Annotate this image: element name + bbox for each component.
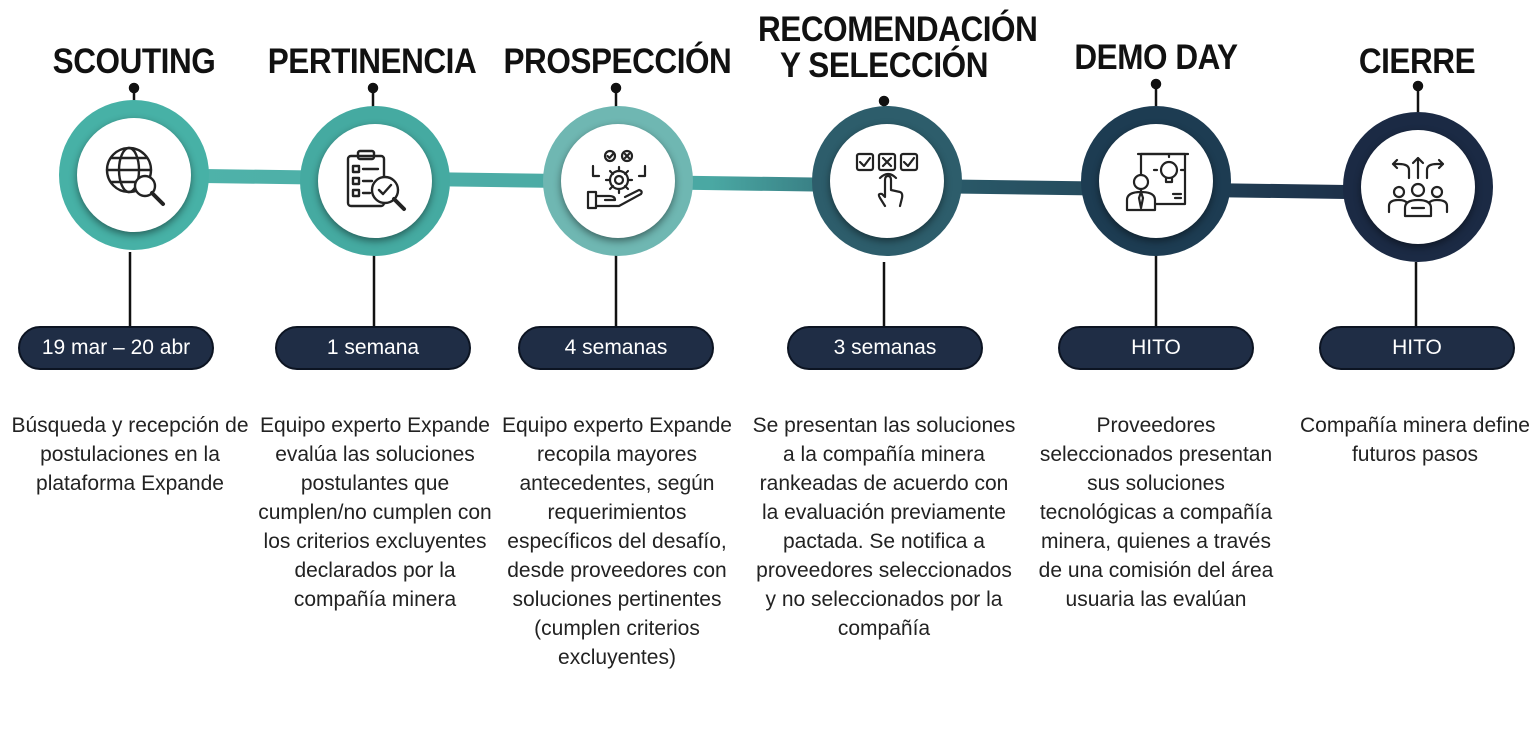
step-description: Compañía minera define futuros pasos [1300, 414, 1530, 466]
step-title: CIERRE [1358, 42, 1476, 81]
step-title: DEMO DAY [1074, 38, 1238, 77]
step-description: Proveedores seleccionados presentan sus … [1038, 414, 1274, 611]
step-description: Se presentan las soluciones a la compañí… [752, 414, 1016, 640]
step-circle [59, 100, 209, 250]
duration-pill: 3 semanas [787, 326, 983, 370]
step-circle [1081, 106, 1231, 256]
step-circle [1343, 112, 1493, 262]
checkbox-click-icon [855, 152, 919, 208]
duration-pill: 1 semana [275, 326, 471, 370]
step-description: Equipo experto Expande recopila mayores … [501, 414, 732, 669]
team-directions-icon [1387, 156, 1449, 218]
duration-pill: 4 semanas [518, 326, 714, 370]
presentation-idea-icon [1125, 152, 1189, 212]
step-title: PERTINENCIA [267, 42, 477, 81]
step-description: Equipo experto Expande evalúa las soluci… [258, 414, 492, 611]
step-title: SCOUTING [52, 42, 216, 81]
step-title: RECOMENDACIÓN Y SELECCIÓN [758, 10, 1038, 85]
step-title: PROSPECCIÓN [503, 42, 732, 81]
step-description: Búsqueda y recepción de postulaciones en… [11, 414, 249, 495]
hand-gear-icon [586, 149, 647, 210]
step-circle [543, 106, 693, 256]
step-circle [300, 106, 450, 256]
duration-pill: 19 mar – 20 abr [18, 326, 214, 370]
step-circle [812, 106, 962, 256]
checklist-magnifier-icon [346, 149, 406, 211]
duration-pill: HITO [1058, 326, 1254, 370]
globe-search-icon [105, 146, 165, 206]
duration-pill: HITO [1319, 326, 1515, 370]
